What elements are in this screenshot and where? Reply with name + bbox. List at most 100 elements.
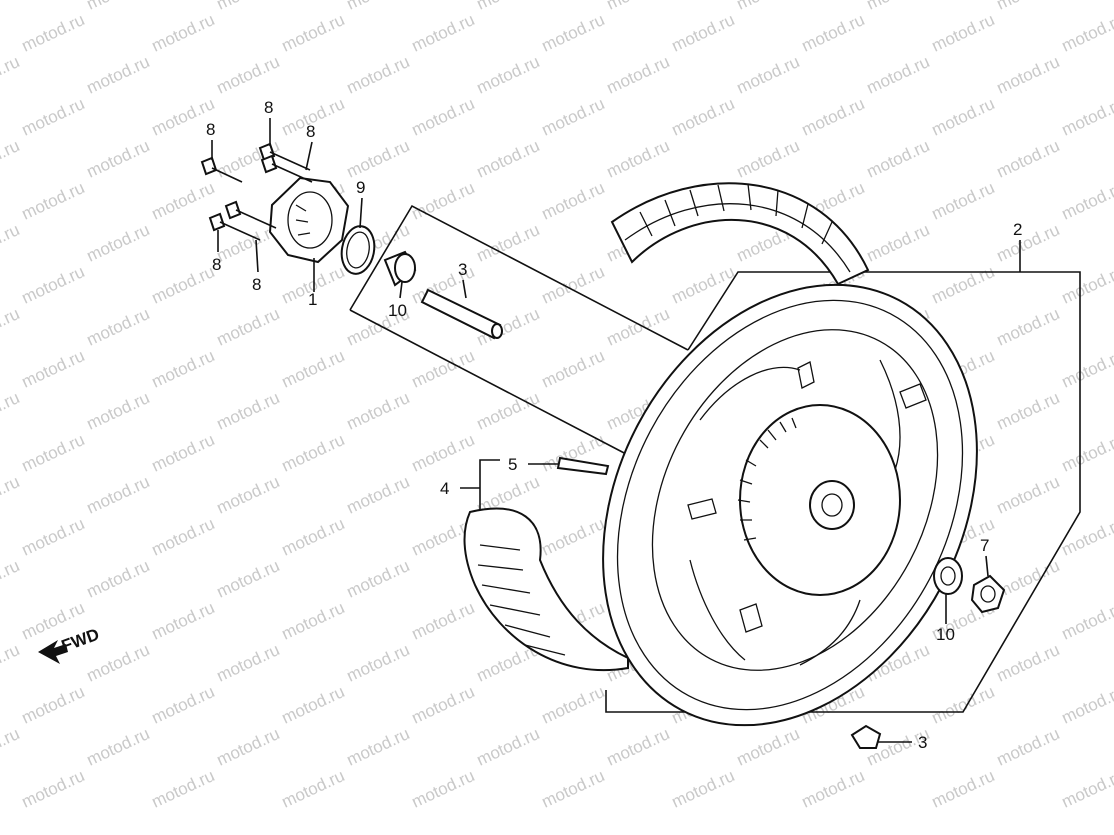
watermark-text: motod.ru <box>864 220 933 266</box>
watermark-text: motod.ru <box>84 136 153 182</box>
wheel-rim <box>602 283 978 727</box>
o-ring-inner <box>346 231 370 269</box>
watermark-text: motod.ru <box>604 724 673 770</box>
watermark-text: motod.ru <box>149 262 218 308</box>
watermark-text: motod.ru <box>1059 766 1114 812</box>
watermark-text: motod.ru <box>929 682 998 728</box>
watermark-text: motod.ru <box>84 640 153 686</box>
watermark-text: motod.ru <box>539 262 608 308</box>
watermark-text: motod.ru <box>149 430 218 476</box>
watermark-text: motod.ru <box>994 556 1063 602</box>
watermark-text: motod.ru <box>19 10 88 56</box>
callout-tire-4: 4 <box>440 479 449 498</box>
watermark-text: motod.ru <box>539 10 608 56</box>
watermark-text: motod.ru <box>409 178 478 224</box>
o-ring <box>340 225 376 275</box>
watermark-text: motod.ru <box>84 556 153 602</box>
watermark-text: motod.ru <box>1059 94 1114 140</box>
watermark-text: motod.ru <box>214 304 283 350</box>
watermark-text: motod.ru <box>0 724 22 770</box>
callout-bolt-8a: 8 <box>206 120 215 139</box>
watermark-text: motod.ru <box>409 598 478 644</box>
watermark-text: motod.ru <box>344 52 413 98</box>
watermark-text: motod.ru <box>994 388 1063 434</box>
bearing-right <box>933 557 963 595</box>
watermark-text: motod.ru <box>214 640 283 686</box>
watermark-text: motod.ru <box>929 94 998 140</box>
watermark-text: motod.ru <box>344 0 413 14</box>
watermark-text: motod.ru <box>409 430 478 476</box>
watermark-text: motod.ru <box>279 514 348 560</box>
watermark-text: motod.ru <box>734 724 803 770</box>
watermark-text: motod.ru <box>409 682 478 728</box>
watermark-text: motod.ru <box>0 220 22 266</box>
watermark-text: motod.ru <box>994 472 1063 518</box>
watermark-text: motod.ru <box>474 52 543 98</box>
watermark-text: motod.ru <box>539 178 608 224</box>
watermark-text: motod.ru <box>279 682 348 728</box>
watermark-text: motod.ru <box>344 724 413 770</box>
watermark-text: motod.ru <box>539 766 608 812</box>
watermark-text: motod.ru <box>84 220 153 266</box>
watermark-text: motod.ru <box>344 388 413 434</box>
watermark-text: motod.ru <box>19 178 88 224</box>
callout-clip-3b: 3 <box>918 733 927 752</box>
fwd-label: FWD <box>59 625 102 656</box>
watermark-text: motod.ru <box>214 556 283 602</box>
watermark-text: motod.ru <box>19 430 88 476</box>
watermark-text: motod.ru <box>84 52 153 98</box>
callout-bolt-8d: 8 <box>212 255 221 274</box>
watermark-text: motod.ru <box>669 94 738 140</box>
watermark-text: motod.ru <box>864 52 933 98</box>
watermark-text: motod.ru <box>19 682 88 728</box>
watermark-text: motod.ru <box>149 682 218 728</box>
watermark-text: motod.ru <box>84 724 153 770</box>
axle-nut <box>970 574 1006 614</box>
watermark-text: motod.ru <box>409 10 478 56</box>
watermark-text: motod.ru <box>929 766 998 812</box>
watermark-text: motod.ru <box>1059 430 1114 476</box>
callout-flange-1: 1 <box>308 290 317 309</box>
callout-labels: 8 8 8 8 8 1 9 10 3 2 5 4 7 10 3 <box>206 98 1022 752</box>
watermark-text: motod.ru <box>84 472 153 518</box>
watermark-text: motod.ru <box>734 136 803 182</box>
watermark-text: motod.ru <box>84 304 153 350</box>
watermark-text: motod.ru <box>0 472 22 518</box>
watermark-text: motod.ru <box>344 556 413 602</box>
watermark-text: motod.ru <box>0 304 22 350</box>
watermark-text: motod.ru <box>539 94 608 140</box>
callout-bolt-8e: 8 <box>252 275 261 294</box>
watermark-text: motod.ru <box>994 724 1063 770</box>
watermark-text: motod.ru <box>19 346 88 392</box>
watermark-text: motod.ru <box>799 10 868 56</box>
watermark-text: motod.ru <box>734 52 803 98</box>
watermark-text: motod.ru <box>149 514 218 560</box>
watermark-text: motod.ru <box>994 0 1063 14</box>
watermark-text: motod.ru <box>0 388 22 434</box>
callout-bolt-8c: 8 <box>306 122 315 141</box>
watermark-text: motod.ru <box>84 388 153 434</box>
callout-bearing-10a: 10 <box>388 301 407 320</box>
watermark-text: motod.ru <box>149 598 218 644</box>
watermark-text: motod.ru <box>1059 682 1114 728</box>
watermark-text: motod.ru <box>474 0 543 14</box>
watermark-text: motod.ru <box>0 52 22 98</box>
watermark-text: motod.ru <box>734 0 803 14</box>
watermark-text: motod.ru <box>19 766 88 812</box>
watermark-text: motod.ru <box>539 346 608 392</box>
callout-wheel-2: 2 <box>1013 220 1022 239</box>
watermark-text: motod.ru <box>149 766 218 812</box>
watermark-text: motod.ru <box>669 766 738 812</box>
watermark-text: motod.ru <box>344 640 413 686</box>
axle-group-frame-lower <box>349 309 629 456</box>
watermark-text: motod.ru <box>19 514 88 560</box>
watermark-text: motod.ru <box>1059 598 1114 644</box>
watermark-text: motod.ru <box>929 10 998 56</box>
watermark-text: motod.ru <box>279 430 348 476</box>
callout-bolt-8b: 8 <box>264 98 273 117</box>
watermark-text: motod.ru <box>474 724 543 770</box>
watermark-text: motod.ru <box>539 682 608 728</box>
watermark-text: motod.ru <box>1059 346 1114 392</box>
watermark-text: motod.ru <box>149 346 218 392</box>
